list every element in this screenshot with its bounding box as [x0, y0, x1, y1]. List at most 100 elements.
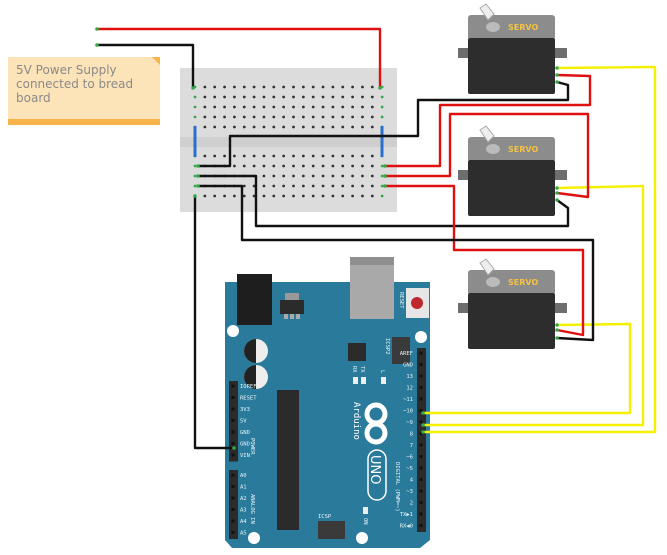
wire-endpoint — [95, 43, 99, 47]
servo1-power-wire[interactable] — [385, 73, 592, 168]
breadboard-hole — [203, 85, 207, 89]
servo-shaft — [486, 277, 500, 287]
breadboard-hole — [380, 164, 384, 168]
header-pin[interactable] — [231, 419, 235, 422]
header-pin[interactable] — [419, 420, 423, 424]
wire-endpoint — [95, 27, 99, 31]
header-pin[interactable] — [231, 496, 235, 500]
header-pin[interactable] — [231, 453, 235, 457]
breadboard-hole — [301, 154, 305, 158]
header-pin[interactable] — [419, 432, 423, 435]
wire-endpoint — [555, 73, 559, 77]
wire-endpoint — [421, 430, 425, 434]
breadboard-hole — [311, 184, 315, 188]
breadboard-hole — [252, 125, 256, 129]
header-pin[interactable] — [231, 508, 235, 511]
header-pin[interactable] — [419, 386, 423, 389]
tx-label: TX — [359, 366, 365, 373]
breadboard — [180, 68, 397, 212]
breadboard-hole — [262, 154, 266, 158]
breadboard-hole — [331, 164, 335, 168]
arduino-ground-wire[interactable] — [193, 196, 234, 450]
header-pin[interactable] — [419, 466, 423, 470]
header-pin[interactable] — [419, 524, 423, 527]
breadboard-hole — [301, 115, 305, 119]
reset-label: RESET — [398, 292, 404, 309]
servo3-ground-wire[interactable] — [198, 184, 595, 342]
breadboard-hole — [292, 154, 295, 158]
servo3-power-wire[interactable] — [385, 184, 585, 337]
breadboard-hole — [223, 115, 226, 119]
breadboard-hole — [282, 105, 286, 109]
breadboard-hole — [341, 194, 345, 198]
pin-label: 8 — [410, 432, 413, 438]
header-pin[interactable] — [419, 374, 423, 378]
breadboard-hole — [311, 85, 315, 89]
pin-label: A4 — [240, 519, 247, 525]
header-pin[interactable] — [231, 473, 235, 477]
servo-shaft — [486, 144, 500, 154]
wire-endpoint — [555, 336, 559, 340]
header-pin[interactable] — [231, 531, 235, 534]
breadboard-hole — [282, 174, 286, 178]
servo2-power-wire[interactable] — [385, 112, 590, 199]
header-pin[interactable] — [231, 519, 235, 523]
breadboard-hole — [361, 174, 364, 178]
breadboard-hole — [242, 85, 246, 89]
header-pin[interactable] — [419, 455, 423, 458]
pin-label: AREF — [400, 351, 413, 357]
servo2-ground-wire[interactable] — [198, 174, 570, 228]
header-pin[interactable] — [419, 489, 423, 493]
arduino-model: UNO — [367, 455, 382, 484]
breadboard-hole — [193, 105, 197, 109]
pin-label: 2 — [410, 501, 413, 507]
header-pin[interactable] — [231, 430, 235, 434]
breadboard-hole — [262, 85, 266, 89]
breadboard-hole — [370, 85, 374, 89]
pin-label: ~10 — [403, 409, 413, 415]
header-pin[interactable] — [419, 363, 423, 366]
header-pin[interactable] — [231, 485, 235, 488]
icsp-label: ICSP — [318, 514, 332, 520]
header-pin[interactable] — [231, 396, 235, 399]
header-pin[interactable] — [231, 442, 235, 445]
breadboard-hole — [272, 85, 276, 89]
breadboard-hole — [321, 95, 325, 99]
header-pin[interactable] — [419, 501, 423, 504]
header-pin[interactable] — [419, 351, 423, 355]
servo1-ground-wire[interactable] — [198, 80, 570, 168]
breadboard-hole — [203, 115, 207, 119]
breadboard-hole — [213, 85, 217, 89]
breadboard-hole — [292, 174, 295, 178]
servo-label: SERVO — [508, 23, 538, 32]
breadboard-hole — [292, 115, 295, 119]
breadboard-hole — [331, 105, 335, 109]
pin-label: 3V3 — [240, 407, 250, 413]
breadboard-hole — [331, 194, 335, 198]
header-pin[interactable] — [419, 409, 423, 412]
breadboard-hole — [370, 164, 374, 168]
breadboard-hole — [341, 95, 345, 99]
power-supply-positive-wire[interactable] — [97, 27, 382, 88]
breadboard-hole — [321, 105, 325, 109]
header-pin[interactable] — [419, 512, 423, 516]
header-pin[interactable] — [419, 478, 423, 481]
breadboard-hole — [321, 125, 325, 129]
header-pin[interactable] — [419, 443, 423, 447]
power-supply-ground-wire[interactable] — [97, 43, 195, 88]
pin-label: A3 — [240, 508, 247, 514]
servo1-signal-wire[interactable] — [423, 65, 657, 434]
breadboard-hole — [351, 184, 354, 188]
breadboard-hole — [272, 95, 276, 99]
breadboard-hole — [262, 125, 266, 129]
servo2-signal-wire[interactable] — [423, 184, 645, 427]
header-pin[interactable] — [419, 397, 423, 401]
header-pin[interactable] — [231, 407, 235, 411]
header-pin[interactable] — [231, 384, 235, 388]
breadboard-hole — [321, 184, 325, 188]
breadboard-hole — [311, 125, 315, 129]
servo-shaft — [486, 22, 500, 32]
breadboard-hole — [341, 154, 345, 158]
breadboard-hole — [242, 115, 246, 119]
